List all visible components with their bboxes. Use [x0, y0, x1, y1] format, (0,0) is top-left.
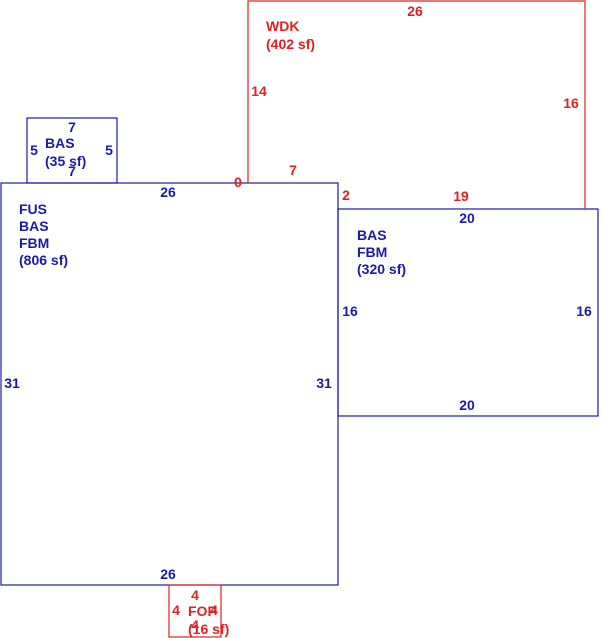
- right-label-line-1: BAS: [357, 227, 387, 243]
- main-area-sf: (806 sf): [19, 252, 68, 268]
- wdk-dim-right: 16: [563, 95, 579, 111]
- right-dim-top: 20: [459, 210, 475, 226]
- fop-dim-top: 4: [191, 587, 199, 603]
- main-label-line-3: FBM: [19, 235, 49, 251]
- main-area-outline: [0, 182, 339, 586]
- small-bas-outline: [26, 117, 118, 184]
- main-dim-bottom: 26: [160, 566, 176, 582]
- main-label-line-2: BAS: [19, 218, 49, 234]
- fop-label-line-1: FOP: [188, 603, 217, 619]
- small-dim-bottom: 7: [68, 163, 76, 179]
- right-label-line-2: FBM: [357, 244, 387, 260]
- wdk-outline: [247, 0, 586, 209]
- wdk-label-line-1: WDK: [266, 18, 299, 34]
- wdk-dim-step: 2: [342, 187, 350, 203]
- main-dim-right: 31: [316, 375, 332, 391]
- right-area-sf: (320 sf): [357, 261, 406, 277]
- wdk-dim-bottom-right: 19: [453, 188, 469, 204]
- right-dim-left: 16: [342, 303, 358, 319]
- fop-dim-right: 4: [210, 602, 218, 618]
- fop-dim-bottom: 4: [191, 617, 199, 633]
- fop-outline: [168, 584, 222, 638]
- wdk-area-sf: (402 sf): [266, 36, 315, 52]
- wdk-dim-left: 14: [251, 83, 267, 99]
- small-area-sf: (35 sf): [45, 153, 86, 169]
- small-label-line-1: BAS: [45, 135, 75, 151]
- wdk-dim-bottom-left: 0: [234, 174, 242, 190]
- wdk-dim-top: 26: [407, 3, 423, 19]
- small-dim-top: 7: [68, 119, 76, 135]
- main-dim-top: 26: [160, 184, 176, 200]
- main-dim-left: 31: [4, 375, 20, 391]
- fop-area-sf: (16 sf): [188, 621, 229, 637]
- right-bas-fbm-outline: [337, 208, 599, 417]
- right-dim-right: 16: [576, 303, 592, 319]
- right-dim-bottom: 20: [459, 397, 475, 413]
- main-label-line-1: FUS: [19, 201, 47, 217]
- small-dim-left: 5: [30, 142, 38, 158]
- small-dim-right: 5: [105, 142, 113, 158]
- wdk-dim-bottom-mid: 7: [289, 162, 297, 178]
- fop-dim-left: 4: [172, 602, 180, 618]
